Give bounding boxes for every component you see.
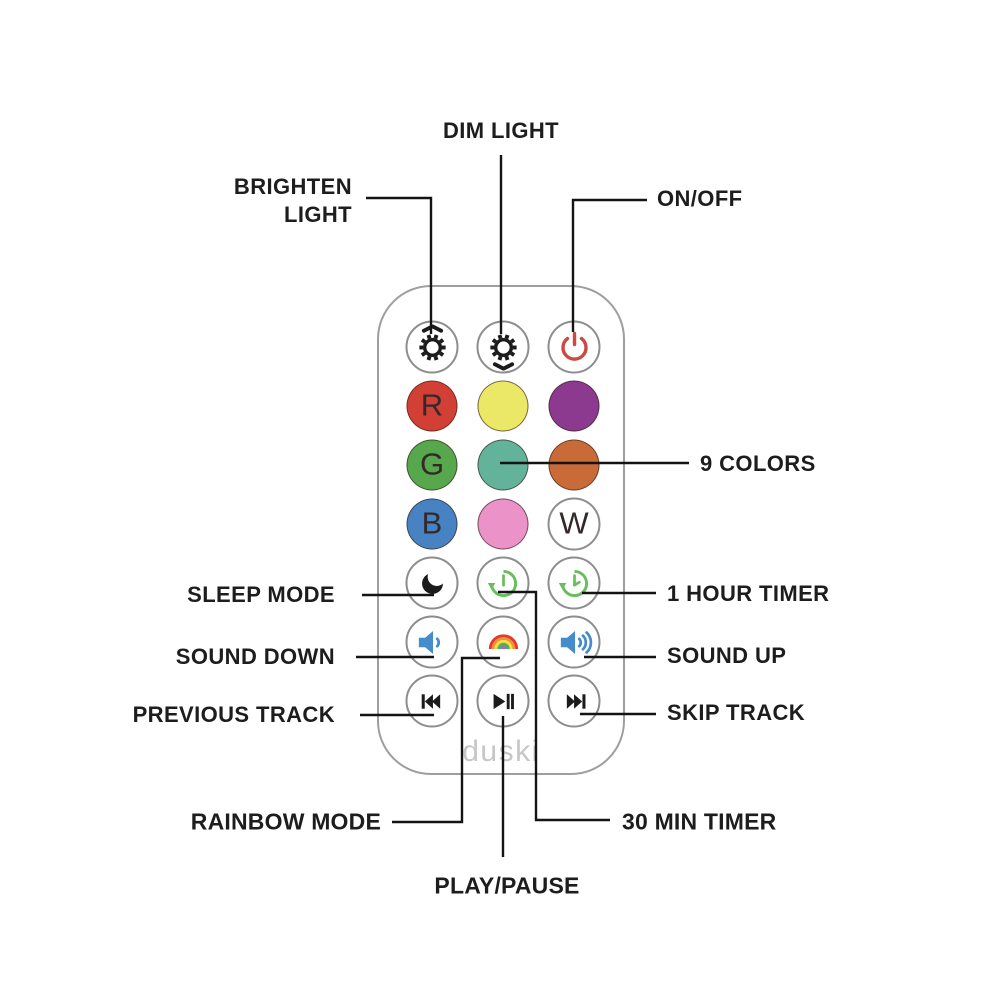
callout-label-sound-down: SOUND DOWN	[175, 643, 335, 669]
power-icon	[554, 327, 594, 367]
callout-label-on-off: ON/OFF	[657, 185, 743, 211]
callout-label-dim-light: DIM LIGHT	[442, 117, 560, 143]
skip-track-button	[547, 674, 601, 728]
previous-track-button	[405, 674, 459, 728]
play-pause-button	[476, 674, 530, 728]
callout-label-brighten-light: BRIGHTEN LIGHT	[233, 173, 352, 227]
color-purple-button	[548, 380, 600, 432]
dim-light-button	[476, 320, 530, 374]
button-letter: W	[559, 505, 589, 541]
timer-30-min-button	[476, 556, 530, 610]
color-orange-button	[548, 439, 600, 491]
color-red-button: R	[406, 380, 458, 432]
color-white-button: W	[547, 497, 601, 551]
timer-hour-icon	[553, 562, 595, 604]
color-yellow-button	[477, 380, 529, 432]
callout-label-sleep-mode: SLEEP MODE	[187, 581, 335, 607]
sun-up-icon	[409, 324, 455, 370]
rainbow-icon	[483, 622, 523, 662]
sleep-mode-button	[405, 556, 459, 610]
sound-down-button	[405, 615, 459, 669]
callout-label-skip-track: SKIP TRACK	[667, 699, 806, 725]
button-letter: B	[421, 505, 443, 541]
sun-down-icon	[480, 324, 526, 370]
brand-logo: duski	[462, 735, 540, 768]
next-icon	[556, 683, 592, 719]
sound-up-button	[547, 615, 601, 669]
brighten-light-button	[405, 320, 459, 374]
button-letter: G	[419, 446, 445, 482]
callout-label-thirty-min-timer: 30 MIN TIMER	[622, 808, 777, 835]
speaker-low-icon	[411, 621, 453, 663]
callout-label-play-pause: PLAY/PAUSE	[434, 872, 580, 899]
button-letter: R	[420, 387, 444, 423]
timer-icon	[482, 562, 524, 604]
timer-1-hour-button	[547, 556, 601, 610]
speaker-high-icon	[553, 621, 595, 663]
color-teal-button	[477, 439, 529, 491]
callout-label-sound-up: SOUND UP	[667, 642, 787, 668]
callout-label-previous-track: PREVIOUS TRACK	[132, 701, 335, 727]
callout-label-nine-colors: 9 COLORS	[700, 450, 816, 476]
callout-label-rainbow-mode: RAINBOW MODE	[190, 808, 381, 835]
power-button	[547, 320, 601, 374]
color-pink-button	[477, 498, 529, 550]
moon-icon	[413, 564, 451, 602]
color-blue-button: B	[406, 498, 458, 550]
callout-label-one-hour-timer: 1 HOUR TIMER	[667, 580, 830, 606]
rainbow-mode-button	[476, 615, 530, 669]
prev-icon	[414, 683, 450, 719]
color-green-button: G	[406, 439, 458, 491]
play-pause-icon	[485, 683, 521, 719]
